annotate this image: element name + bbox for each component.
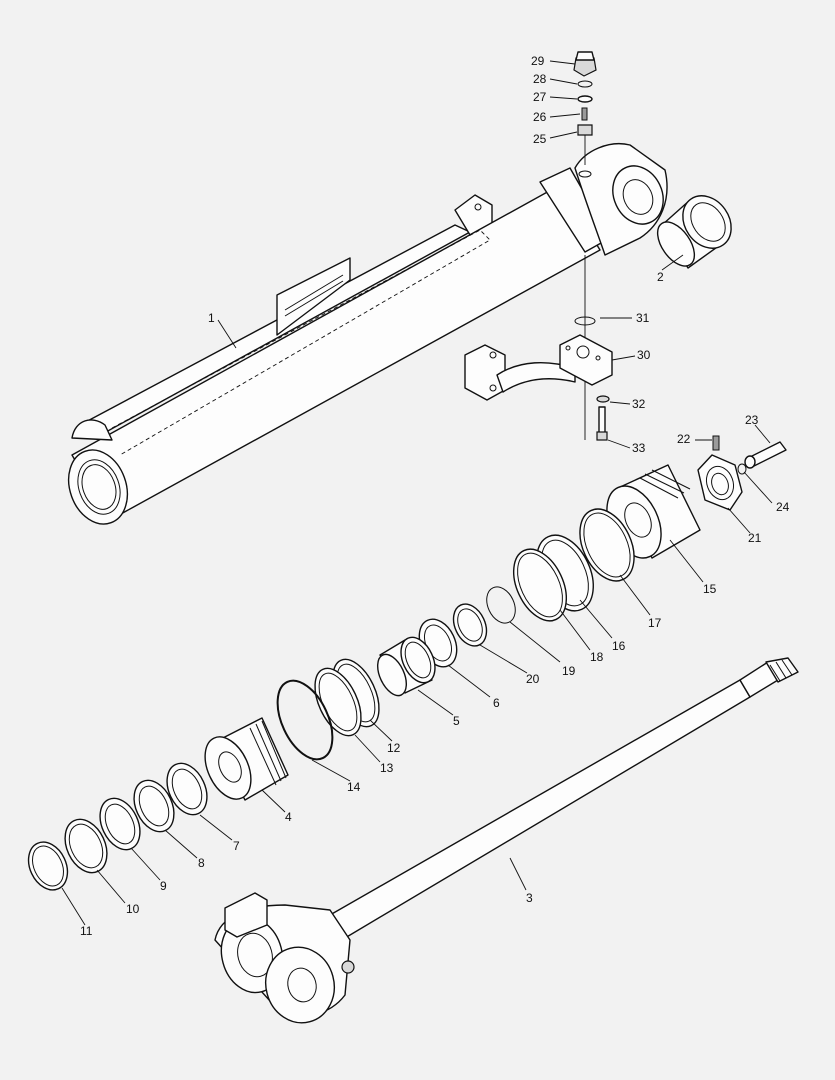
label-26: 26 (533, 110, 547, 124)
set-screws (712, 435, 787, 475)
label-13: 13 (380, 761, 394, 775)
label-17: 17 (648, 616, 662, 630)
label-7: 7 (233, 839, 240, 853)
label-15: 15 (703, 582, 717, 596)
cylinder-barrel (67, 143, 668, 525)
fitting-stack (573, 51, 597, 165)
label-31: 31 (636, 311, 650, 325)
label-20: 20 (526, 672, 540, 686)
label-27: 27 (533, 90, 547, 104)
label-32: 32 (632, 397, 646, 411)
label-3: 3 (526, 891, 533, 905)
label-16: 16 (612, 639, 626, 653)
label-9: 9 (160, 879, 167, 893)
label-21: 21 (748, 531, 762, 545)
label-18: 18 (590, 650, 604, 664)
label-2: 2 (657, 270, 664, 284)
label-10: 10 (126, 902, 140, 916)
pipe-block-assembly (464, 255, 613, 441)
label-33: 33 (632, 441, 646, 455)
label-4: 4 (285, 810, 292, 824)
label-11: 11 (80, 924, 93, 938)
label-19: 19 (562, 664, 576, 678)
bushing (656, 195, 732, 269)
seal-rings-set-b (276, 618, 458, 761)
label-25: 25 (533, 132, 547, 146)
seal-rings-set-a (452, 508, 635, 647)
gland (204, 717, 289, 801)
label-1: 1 (208, 311, 215, 325)
piston-nut (697, 454, 743, 511)
callout-labels: 1 2 3 4 5 6 7 8 9 10 11 12 13 14 15 16 1… (80, 54, 790, 938)
label-5: 5 (453, 714, 460, 728)
label-6: 6 (493, 696, 500, 710)
label-8: 8 (198, 856, 205, 870)
label-14: 14 (347, 780, 361, 794)
label-22: 22 (677, 432, 691, 446)
label-24: 24 (776, 500, 790, 514)
label-12: 12 (387, 741, 401, 755)
label-23: 23 (745, 413, 759, 427)
piston-rod (214, 657, 799, 1024)
leader-lines (61, 60, 773, 926)
seal-rings-set-c (27, 762, 208, 891)
label-29: 29 (531, 54, 545, 68)
label-30: 30 (637, 348, 651, 362)
label-28: 28 (533, 72, 547, 86)
